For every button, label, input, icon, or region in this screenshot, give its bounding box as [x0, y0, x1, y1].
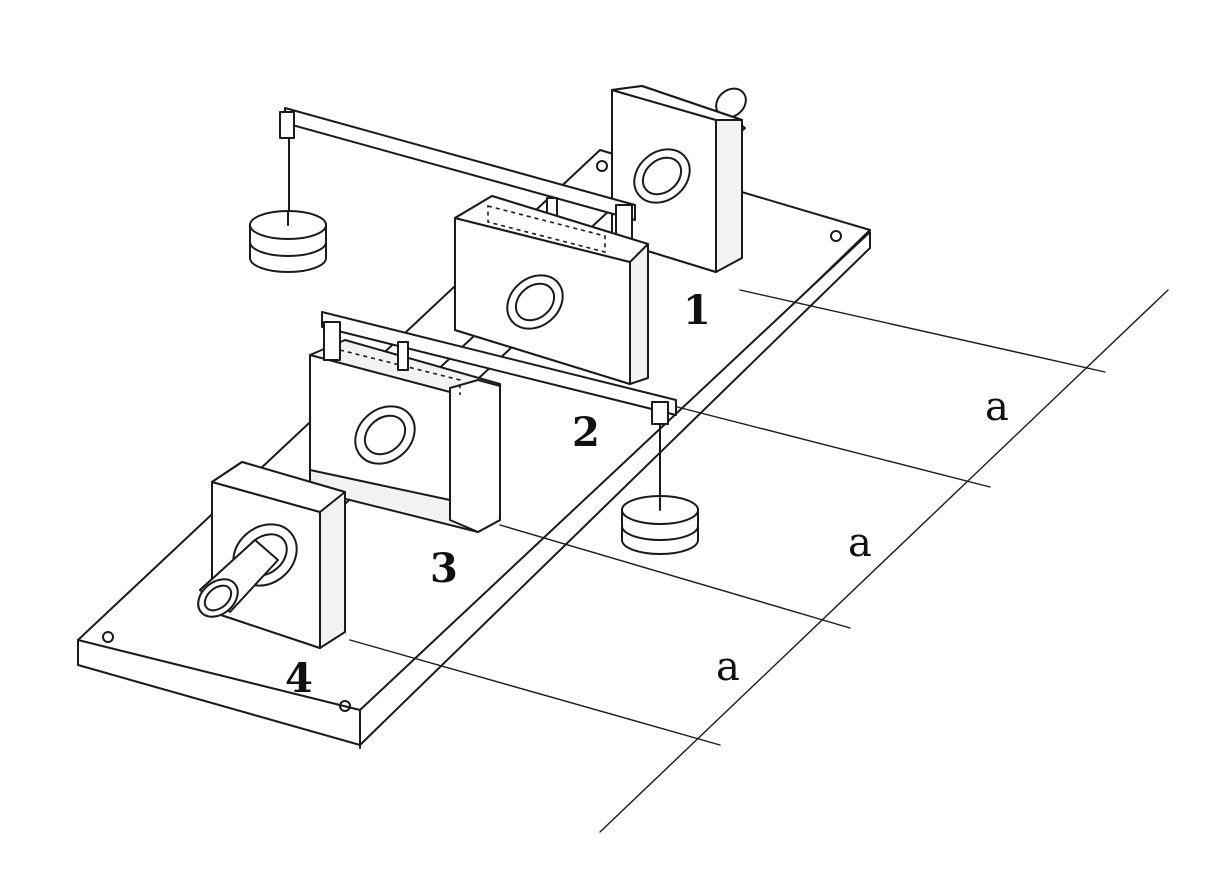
mount-hole	[339, 700, 351, 712]
extension-line-4	[349, 639, 721, 746]
dimension-label-1: a	[985, 384, 1009, 430]
extension-line-3	[499, 524, 851, 629]
extension-line-2	[649, 399, 991, 488]
mount-hole	[830, 230, 842, 242]
weight-1	[249, 210, 327, 273]
mount-hole	[596, 160, 608, 172]
mount-hole	[102, 631, 114, 643]
support-block-2	[454, 195, 649, 385]
lever-hanger	[651, 401, 669, 425]
weight-2	[621, 495, 699, 555]
loading-lever-2	[321, 311, 699, 555]
support-block-1	[611, 85, 743, 273]
dimension-lines	[349, 289, 1169, 833]
dimension-label-3: a	[716, 644, 740, 690]
dimension-line	[599, 289, 1169, 833]
label-support-2: 2	[572, 409, 600, 456]
label-support-4: 4	[285, 655, 313, 702]
lever-support-post	[323, 321, 341, 361]
dimension-label-2: a	[848, 520, 872, 566]
label-support-1: 1	[683, 287, 711, 334]
lever-hanger	[279, 111, 295, 139]
label-support-3: 3	[430, 545, 458, 592]
support-block-3	[309, 339, 501, 533]
extension-line-1	[739, 289, 1106, 373]
support-block-4	[197, 461, 346, 649]
